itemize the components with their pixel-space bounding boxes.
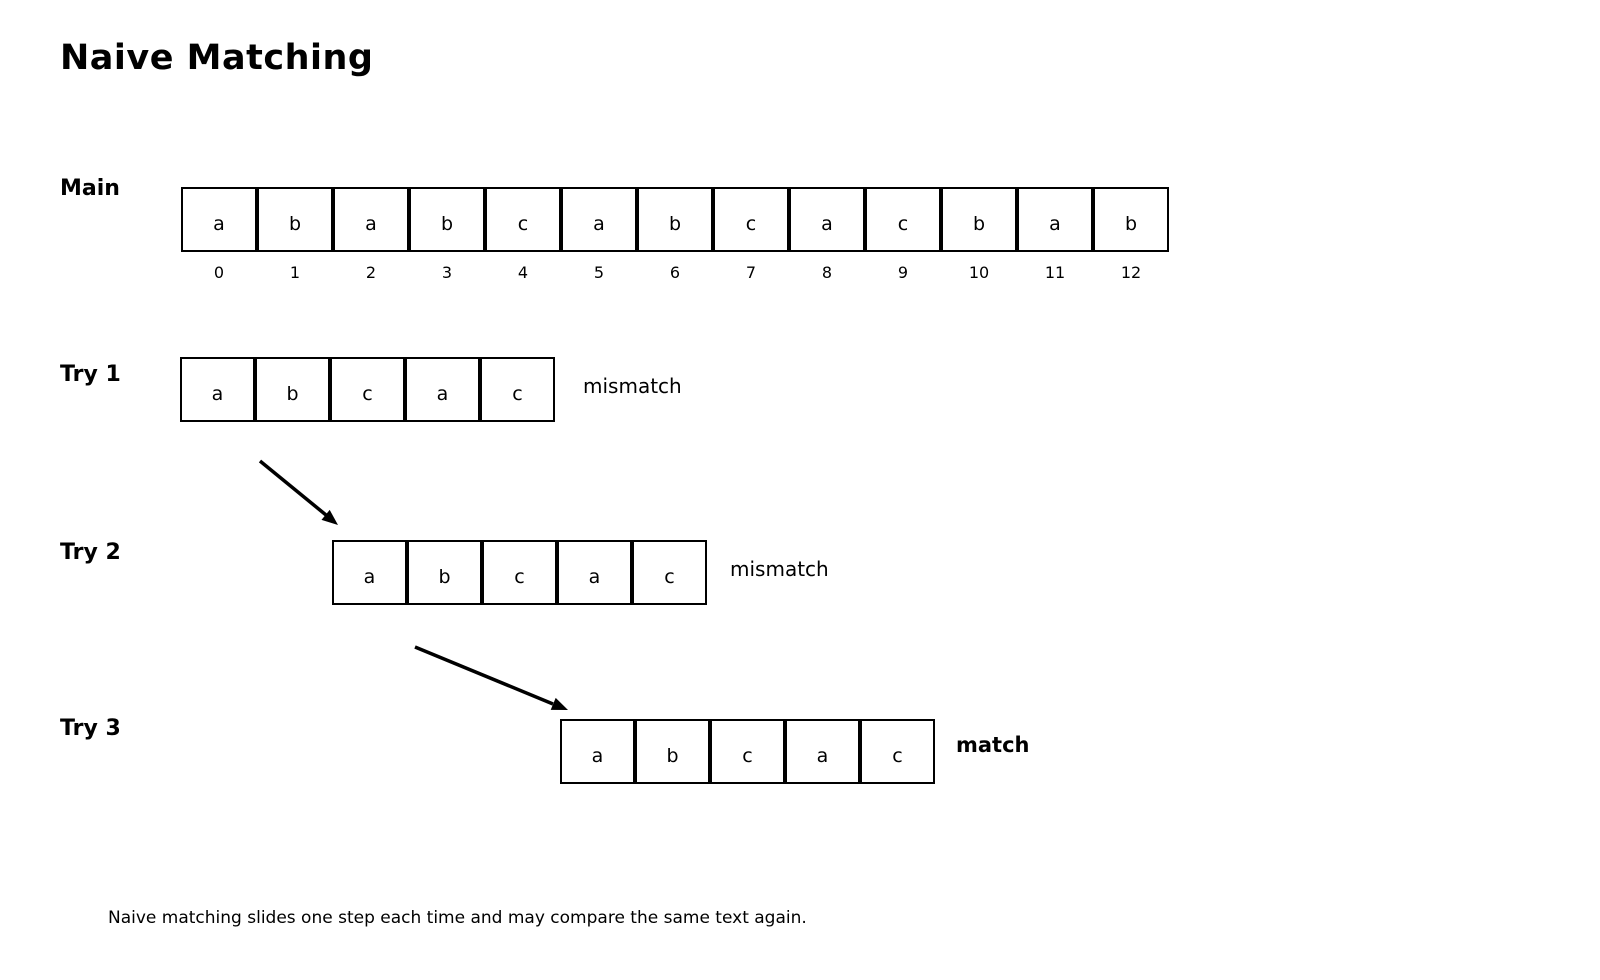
cell-letter: a — [211, 383, 224, 405]
try2-label: Try 2 — [60, 540, 121, 565]
cell-letter: a — [593, 213, 605, 235]
cell-letter: c — [514, 566, 525, 588]
pattern-cell: a — [557, 540, 632, 605]
cell-letter: b — [286, 383, 299, 405]
index-label: 12 — [1120, 263, 1142, 282]
index-label: 5 — [593, 263, 605, 282]
cell-letter: a — [816, 745, 829, 767]
pattern-cell: c — [482, 540, 557, 605]
cell-letter: a — [1049, 213, 1061, 235]
index-label: 1 — [289, 263, 301, 282]
pattern-cell: b — [635, 719, 710, 784]
main-cell: a — [1017, 187, 1093, 252]
page-title: Naive Matching — [60, 38, 374, 78]
index-label: 10 — [968, 263, 990, 282]
cell-letter: a — [821, 213, 833, 235]
index-label: 7 — [745, 263, 757, 282]
cell-letter: c — [664, 566, 675, 588]
cell-letter: a — [591, 745, 604, 767]
main-cell: a — [333, 187, 409, 252]
index-label: 6 — [669, 263, 681, 282]
cell-letter: c — [892, 745, 903, 767]
main-cell: c — [865, 187, 941, 252]
cell-letter: b — [440, 213, 454, 235]
index-label: 4 — [517, 263, 529, 282]
main-cell: b — [257, 187, 333, 252]
pattern-cell: c — [860, 719, 935, 784]
pattern-cell: a — [332, 540, 407, 605]
pattern-cell: a — [560, 719, 635, 784]
cell-letter: c — [742, 745, 753, 767]
cell-letter: a — [213, 213, 225, 235]
try2-result: mismatch — [730, 556, 829, 581]
cell-letter: b — [1124, 213, 1138, 235]
pattern-cell: c — [632, 540, 707, 605]
cell-letter: b — [666, 745, 679, 767]
cell-letter: b — [668, 213, 682, 235]
try3-result: match — [956, 732, 1030, 757]
main-cell: c — [485, 187, 561, 252]
index-label: 8 — [821, 263, 833, 282]
index-label: 9 — [897, 263, 909, 282]
pattern-cell: a — [405, 357, 480, 422]
pattern-cell: a — [785, 719, 860, 784]
arrow-try1-to-try2 — [258, 459, 338, 525]
caption: Naive matching slides one step each time… — [108, 908, 807, 928]
main-cell: a — [561, 187, 637, 252]
pattern-cell: b — [407, 540, 482, 605]
index-label: 3 — [441, 263, 453, 282]
try3-label: Try 3 — [60, 716, 121, 741]
pattern-cell: c — [330, 357, 405, 422]
cell-letter: c — [745, 213, 757, 235]
cell-letter: c — [362, 383, 373, 405]
cell-letter: b — [972, 213, 986, 235]
try1-result: mismatch — [583, 373, 682, 398]
pattern-cell: c — [480, 357, 555, 422]
try1-label: Try 1 — [60, 362, 121, 387]
cell-letter: c — [517, 213, 529, 235]
cell-letter: c — [512, 383, 523, 405]
main-cell: b — [409, 187, 485, 252]
cell-letter: c — [897, 213, 909, 235]
main-cell: a — [789, 187, 865, 252]
pattern-cell: c — [710, 719, 785, 784]
cell-letter: b — [438, 566, 451, 588]
cell-letter: a — [363, 566, 376, 588]
pattern-cell: a — [180, 357, 255, 422]
main-cell: b — [1093, 187, 1169, 252]
cell-letter: a — [365, 213, 377, 235]
main-cell: c — [713, 187, 789, 252]
cell-letter: a — [436, 383, 449, 405]
cell-letter: a — [588, 566, 601, 588]
pattern-cell: b — [255, 357, 330, 422]
main-cell: b — [941, 187, 1017, 252]
arrow-try2-to-try3 — [414, 645, 568, 710]
index-label: 0 — [213, 263, 225, 282]
main-cell: b — [637, 187, 713, 252]
main-row-label: Main — [60, 176, 120, 201]
index-label: 11 — [1044, 263, 1066, 282]
cell-letter: b — [288, 213, 302, 235]
main-cell: a — [181, 187, 257, 252]
index-label: 2 — [365, 263, 377, 282]
